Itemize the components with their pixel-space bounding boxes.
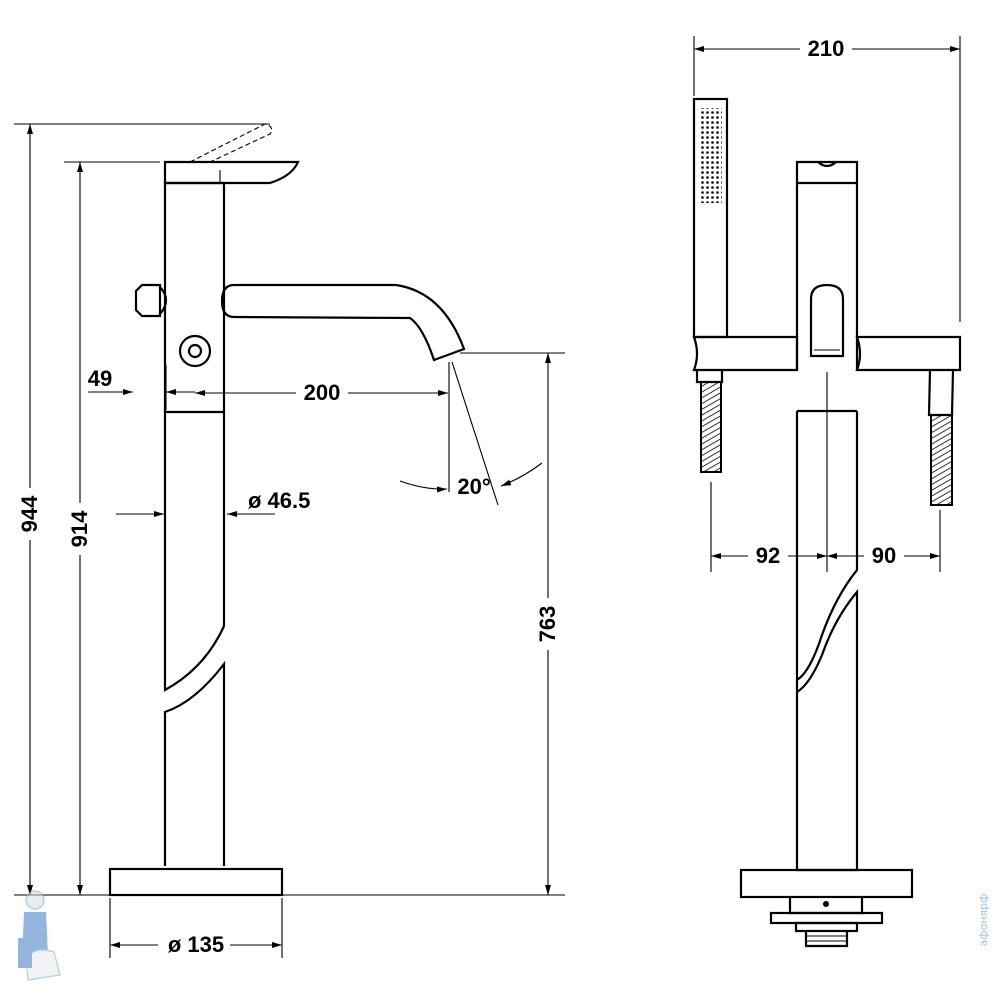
hose-connector [178,334,212,368]
connector-right-collar [927,369,955,417]
front-view: 210 92 90 [692,36,962,948]
dimension-label-bg [158,932,230,958]
column-upper-section [163,181,226,412]
dimension-label-bg [18,488,44,540]
dimension-label-bg [68,503,94,555]
dimension-label-bg [296,380,348,406]
hose-connector-inner [187,343,203,359]
extension-line-spout-angled [451,361,499,506]
column-middle-section [163,410,226,692]
dimension-label-bg [864,543,904,569]
dimension-label-bg [800,36,852,62]
side-view: 944 914 49 200 20° ø 46.5 763 ø 135 [14,123,565,958]
watermark-mascot [18,890,61,981]
dimension-90: 90 [872,543,896,568]
diverter-stem [159,286,168,315]
hose-right [930,414,953,506]
plumber-mascot-icon [18,890,61,981]
dimension-944: 944 [17,495,42,532]
base-plate-front [739,868,914,899]
fixing-screw [823,901,829,907]
holder-bar-right [855,335,962,372]
spout-front [809,283,845,358]
watermark-text: афонярф [977,893,990,946]
hose-left [700,381,722,473]
diverter-knob [134,283,162,318]
column-cut-line [796,411,859,681]
lever-handle [163,160,300,185]
column-lower-section [163,660,226,866]
angle-arc-left [399,480,448,493]
dimension-label-bg [748,543,788,569]
connector-left-collar [695,370,724,384]
holder-bar-left [692,335,799,372]
mounting-flange [769,911,884,925]
base-plate-side [108,867,284,897]
dimension-label-bg [536,598,562,650]
dimension-200: 200 [304,380,341,405]
dimension-210: 210 [808,36,845,61]
angle-arc-right [500,462,543,487]
threaded-stub [804,931,849,948]
lever-top [795,160,859,185]
dimension-diameter-46-5: ø 46.5 [248,488,310,513]
dimension-763: 763 [535,606,560,643]
spout [220,283,466,362]
dimension-20-degrees: 20° [457,474,490,499]
lever-open-position [189,123,273,163]
column-lower-section [795,411,859,872]
dimension-diameter-135: ø 135 [168,932,224,957]
shower-spray-nozzles [700,108,722,203]
dimension-49: 49 [88,366,112,391]
dimension-92: 92 [756,543,780,568]
dimension-914: 914 [67,510,92,547]
mounting-nut [794,921,859,933]
